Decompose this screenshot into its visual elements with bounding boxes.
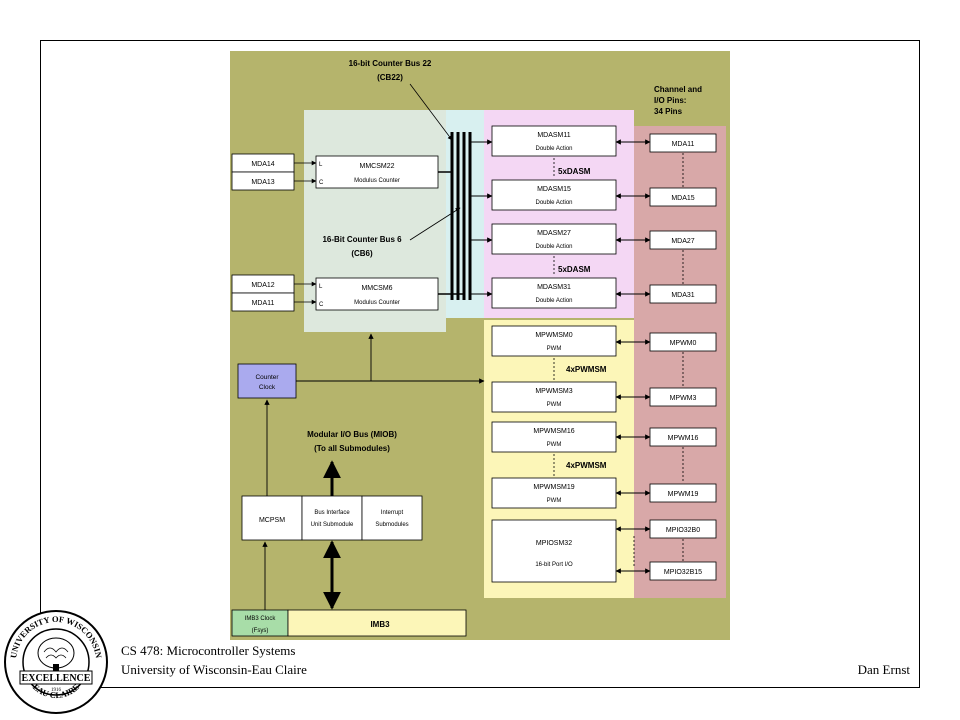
pin-label: MDA11 [672, 141, 695, 148]
imb-clock-line1: IMB3 Clock [245, 616, 277, 622]
pin-label: MDA31 [671, 292, 694, 299]
input-pin-label: MDA13 [251, 179, 274, 186]
counter-desc: Modulus Counter [354, 178, 400, 184]
seal-banner: EXCELLENCE [22, 673, 91, 684]
imb-clock-line2: (Fsys) [252, 628, 269, 634]
port-l-label: L [319, 284, 323, 290]
pin-label: MDA15 [671, 195, 694, 202]
slide-frame [40, 40, 920, 688]
module-name: MDASM15 [537, 186, 571, 193]
module-desc: 16-bit Port I/O [535, 562, 573, 568]
port-c-label: C [319, 180, 324, 186]
module-name: MPWMSM3 [535, 388, 572, 395]
module-desc: Double Action [535, 146, 572, 152]
pin-label: MPWM0 [670, 340, 697, 347]
module-desc: PWM [547, 498, 562, 504]
university-seal-logo: UNIVERSITY OF WISCONSIN EAU CLAIRE EXCEL… [4, 610, 108, 714]
pwm-group-label: 4xPWMSM [566, 461, 607, 470]
module-name: MPWMSM16 [533, 428, 574, 435]
module-desc: Double Action [535, 200, 572, 206]
pin-label: MPWM16 [668, 435, 699, 442]
miob-title: Modular I/O Bus (MIOB) [307, 430, 397, 439]
counter-desc: Modulus Counter [354, 300, 400, 306]
input-pin-label: MDA11 [252, 300, 275, 307]
input-pin-label: MDA14 [251, 161, 274, 168]
cb22-pointer [409, 83, 453, 141]
cb22-title: 16-bit Counter Bus 22 [349, 59, 432, 68]
pins-title-line1: Channel and [654, 85, 702, 94]
module-desc: Double Action [535, 244, 572, 250]
pins-title-line2: I/O Pins: [654, 96, 686, 105]
mmcsm22-block: L C MMCSM22 Modulus Counter [315, 155, 439, 189]
mmcsm6-block: L C MMCSM6 Modulus Counter [315, 277, 439, 311]
module-name: MPWMSM0 [535, 332, 572, 339]
miob-subtitle: (To all Submodules) [314, 444, 390, 453]
footer-university: University of Wisconsin-Eau Claire [121, 662, 307, 677]
port-l-label: L [319, 162, 323, 168]
irq-label-line2: Submodules [375, 522, 408, 528]
port-c-label: C [319, 302, 324, 308]
module-desc: PWM [547, 402, 562, 408]
counter-clock-block: Counter Clock [237, 363, 297, 399]
pin-label: MPIO32B0 [666, 527, 700, 534]
module-desc: PWM [547, 346, 562, 352]
input-pin-label: MDA12 [251, 282, 274, 289]
module-name: MDASM31 [537, 284, 571, 291]
pwm-modules: MPWMSM0 PWM MPWMSM3 PWM MPWMSM16 PWM MPW… [491, 325, 617, 583]
dasm-group-markers: 5xDASM 5xDASM [553, 158, 591, 276]
pin-label: MPWM3 [670, 395, 697, 402]
counter-name: MMCSM22 [359, 163, 394, 170]
bottom-submodules: MCPSM Bus Interface Unit Submodule Inter… [241, 495, 423, 541]
pin-label: MDA27 [671, 238, 694, 245]
dasm-group-label: 5xDASM [558, 167, 591, 176]
pin-dotted-links [633, 153, 684, 566]
cb6-abbr: (CB6) [351, 249, 373, 258]
module-name: MPWMSM19 [533, 484, 574, 491]
cb22-abbr: (CB22) [377, 73, 403, 82]
imb3-label: IMB3 [370, 620, 390, 629]
module-desc: PWM [547, 442, 562, 448]
dasm-modules: MDASM11 Double Action MDASM15 Double Act… [491, 125, 617, 309]
footer-author: Dan Ernst [857, 662, 910, 677]
module-name: MDASM27 [537, 230, 571, 237]
tree-icon [37, 637, 75, 674]
module-pin-arrows [615, 139, 651, 574]
input-pins: MDA14 MDA13 MDA12 MDA11 [231, 153, 295, 312]
biu-label-line2: Unit Submodule [311, 522, 354, 528]
pins-title-line3: 34 Pins [654, 107, 683, 116]
irq-label-line1: Interrupt [381, 510, 404, 516]
biu-label-line1: Bus Interface [314, 510, 350, 516]
bus-to-dasm-arrows [470, 139, 493, 297]
cb6-title: 16-Bit Counter Bus 6 [322, 235, 402, 244]
pin-label: MPWM19 [668, 491, 699, 498]
pin-label: MPIO32B15 [664, 569, 702, 576]
module-desc: Double Action [535, 298, 572, 304]
seal-year: 1916 [51, 688, 62, 693]
counter-clock-line2: Clock [259, 384, 276, 391]
module-name: MPIOSM32 [536, 540, 572, 547]
footer-course: CS 478: Microcontroller Systems [121, 643, 296, 658]
mcpsm-label: MCPSM [259, 517, 285, 524]
module-name: MDASM11 [537, 132, 570, 139]
counter-name: MMCSM6 [361, 285, 392, 292]
pwm-group-label: 4xPWMSM [566, 365, 607, 374]
counter-clock-line1: Counter [255, 374, 279, 381]
dasm-group-label: 5xDASM [558, 265, 591, 274]
output-pins: MDA11 MDA15 MDA27 MDA31 MPWM0 MPWM3 MPWM… [649, 133, 717, 581]
counter-bus-lines [438, 132, 472, 300]
imb3-row: IMB3 Clock (Fsys) IMB3 [231, 609, 467, 637]
pwm-group-markers: 4xPWMSM 4xPWMSM [553, 358, 607, 476]
